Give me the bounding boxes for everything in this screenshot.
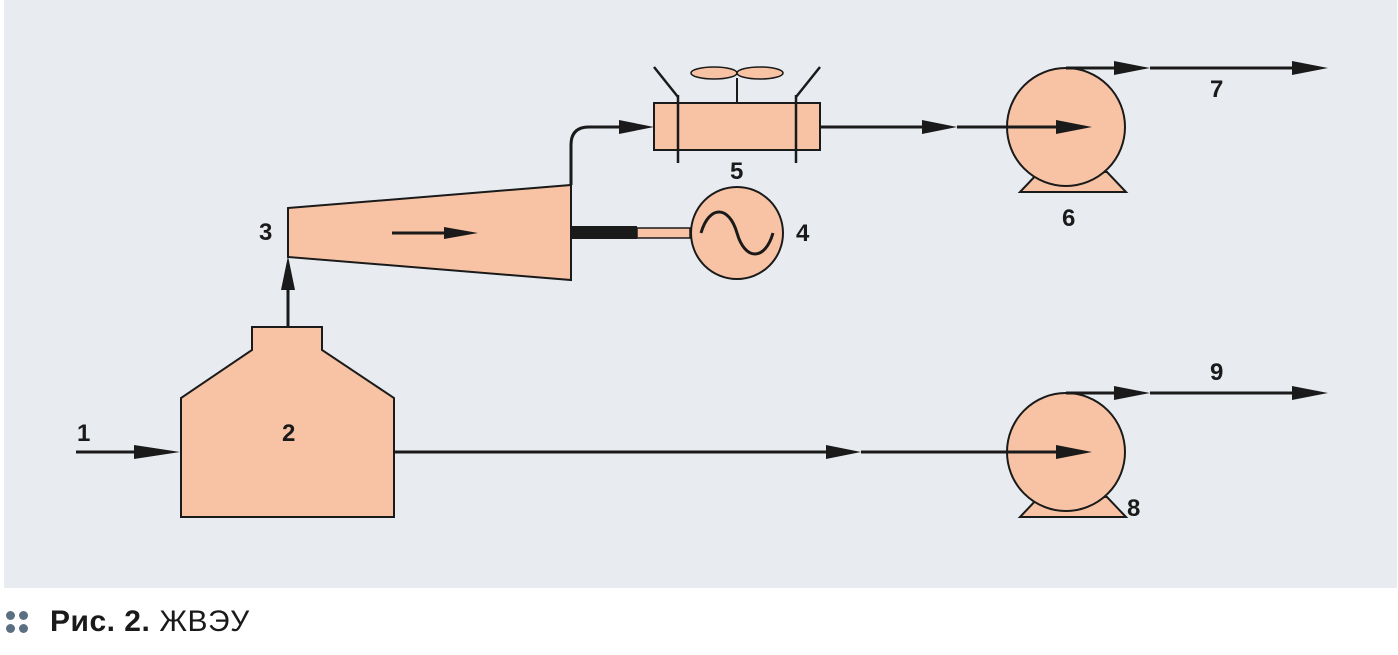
expander-to-condenser-arrow (569, 120, 654, 185)
caption-title: ЖВЭУ (159, 605, 250, 638)
label-5: 5 (730, 158, 743, 185)
diagram-canvas: 1 2 3 4 5 6 7 8 9 (4, 0, 1397, 588)
vessel-unit-2 (180, 326, 395, 518)
bullet-dots-icon (6, 611, 28, 633)
output-flow-9-arrow (1066, 386, 1328, 400)
shaft-dark (571, 226, 637, 239)
pump-unit-8 (1006, 392, 1129, 518)
label-2: 2 (282, 420, 295, 447)
expander-flow-arrow (392, 227, 478, 239)
label-8: 8 (1127, 495, 1140, 522)
fan-icon (690, 66, 738, 80)
label-6: 6 (1062, 205, 1075, 232)
label-7: 7 (1210, 76, 1223, 103)
caption-prefix: Рис. 2. (50, 605, 151, 638)
output-flow-7-arrow (1066, 61, 1328, 75)
label-3: 3 (259, 219, 272, 246)
vessel-to-expander-arrow (281, 256, 295, 327)
pump-unit-6 (1006, 67, 1129, 193)
shaft-light (636, 227, 691, 239)
sine-wave-icon (699, 210, 775, 256)
label-1: 1 (77, 420, 90, 447)
air-cooler-unit-5 (653, 66, 821, 163)
input-flow-arrow (76, 445, 180, 459)
label-4: 4 (796, 220, 810, 247)
figure-caption: Рис. 2. ЖВЭУ (6, 602, 250, 642)
generator-unit-4 (690, 186, 784, 280)
label-9: 9 (1210, 359, 1223, 386)
